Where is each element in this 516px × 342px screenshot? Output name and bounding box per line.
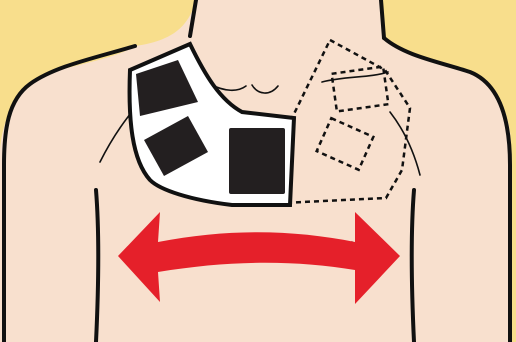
right-armpit-line	[412, 190, 414, 342]
left-armpit-line	[96, 190, 98, 342]
electrode-right	[229, 128, 285, 194]
